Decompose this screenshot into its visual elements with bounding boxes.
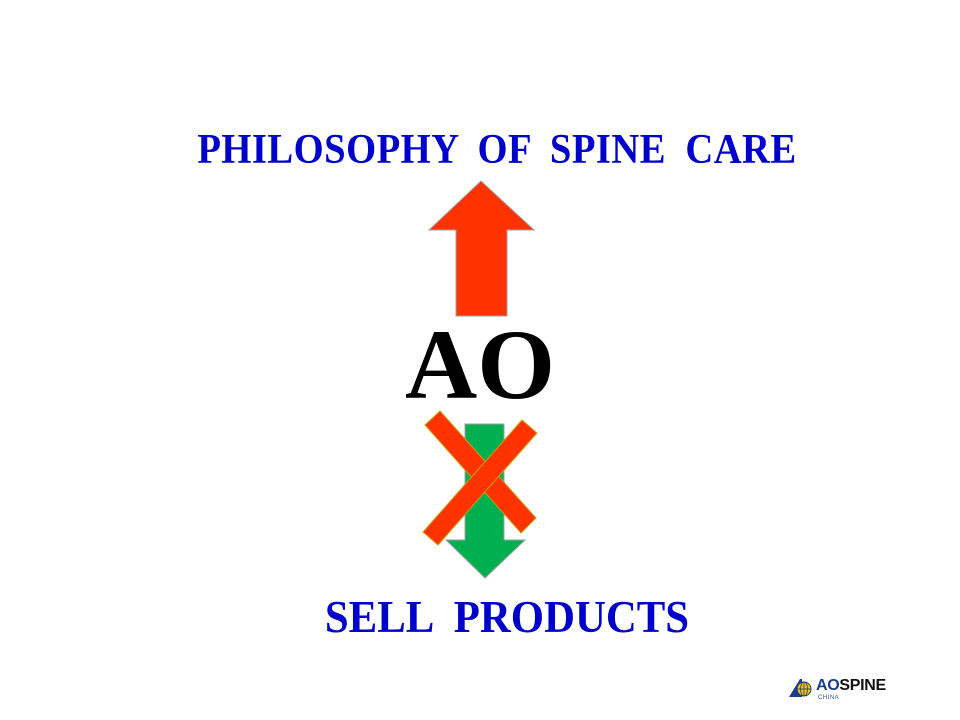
logo-brand-suffix: SPINE xyxy=(839,677,886,694)
slide-title: PHILOSOPHY OF SPINE CARE xyxy=(197,127,797,173)
aospine-globe-icon xyxy=(789,679,812,697)
sell-products-label: SELL PRODUCTS xyxy=(324,591,690,642)
arrow-up-icon xyxy=(427,180,536,317)
x-mark-icon xyxy=(422,410,538,546)
aospine-wordmark: AOSPINE xyxy=(816,676,886,696)
ao-label: AO xyxy=(405,309,555,420)
aospine-logo: AOSPINE CHINA xyxy=(788,676,958,706)
logo-brand-prefix: AO xyxy=(816,677,840,694)
logo-subtitle: CHINA xyxy=(818,695,840,701)
